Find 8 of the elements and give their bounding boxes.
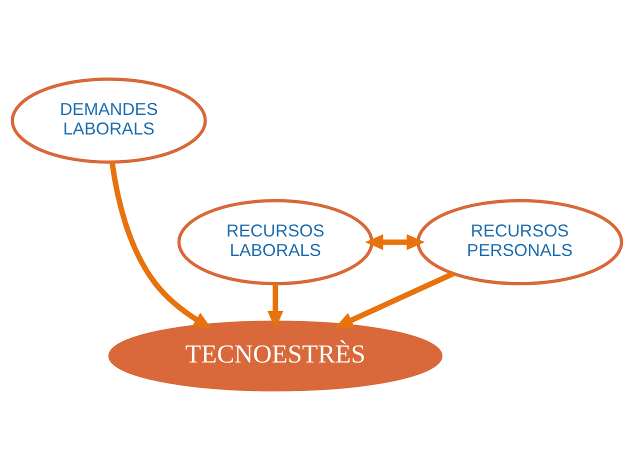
arrow bbox=[334, 270, 454, 328]
arrow bbox=[267, 283, 284, 329]
node-ellipse: TECNOESTRÈS bbox=[108, 320, 442, 391]
node-ellipse: DEMANDES LABORALS bbox=[10, 77, 207, 164]
node-ellipse: RECURSOS PERSONALS bbox=[416, 198, 624, 285]
arrow bbox=[365, 234, 425, 250]
node-ellipse: RECURSOS LABORALS bbox=[177, 198, 374, 285]
arrow bbox=[109, 161, 212, 328]
